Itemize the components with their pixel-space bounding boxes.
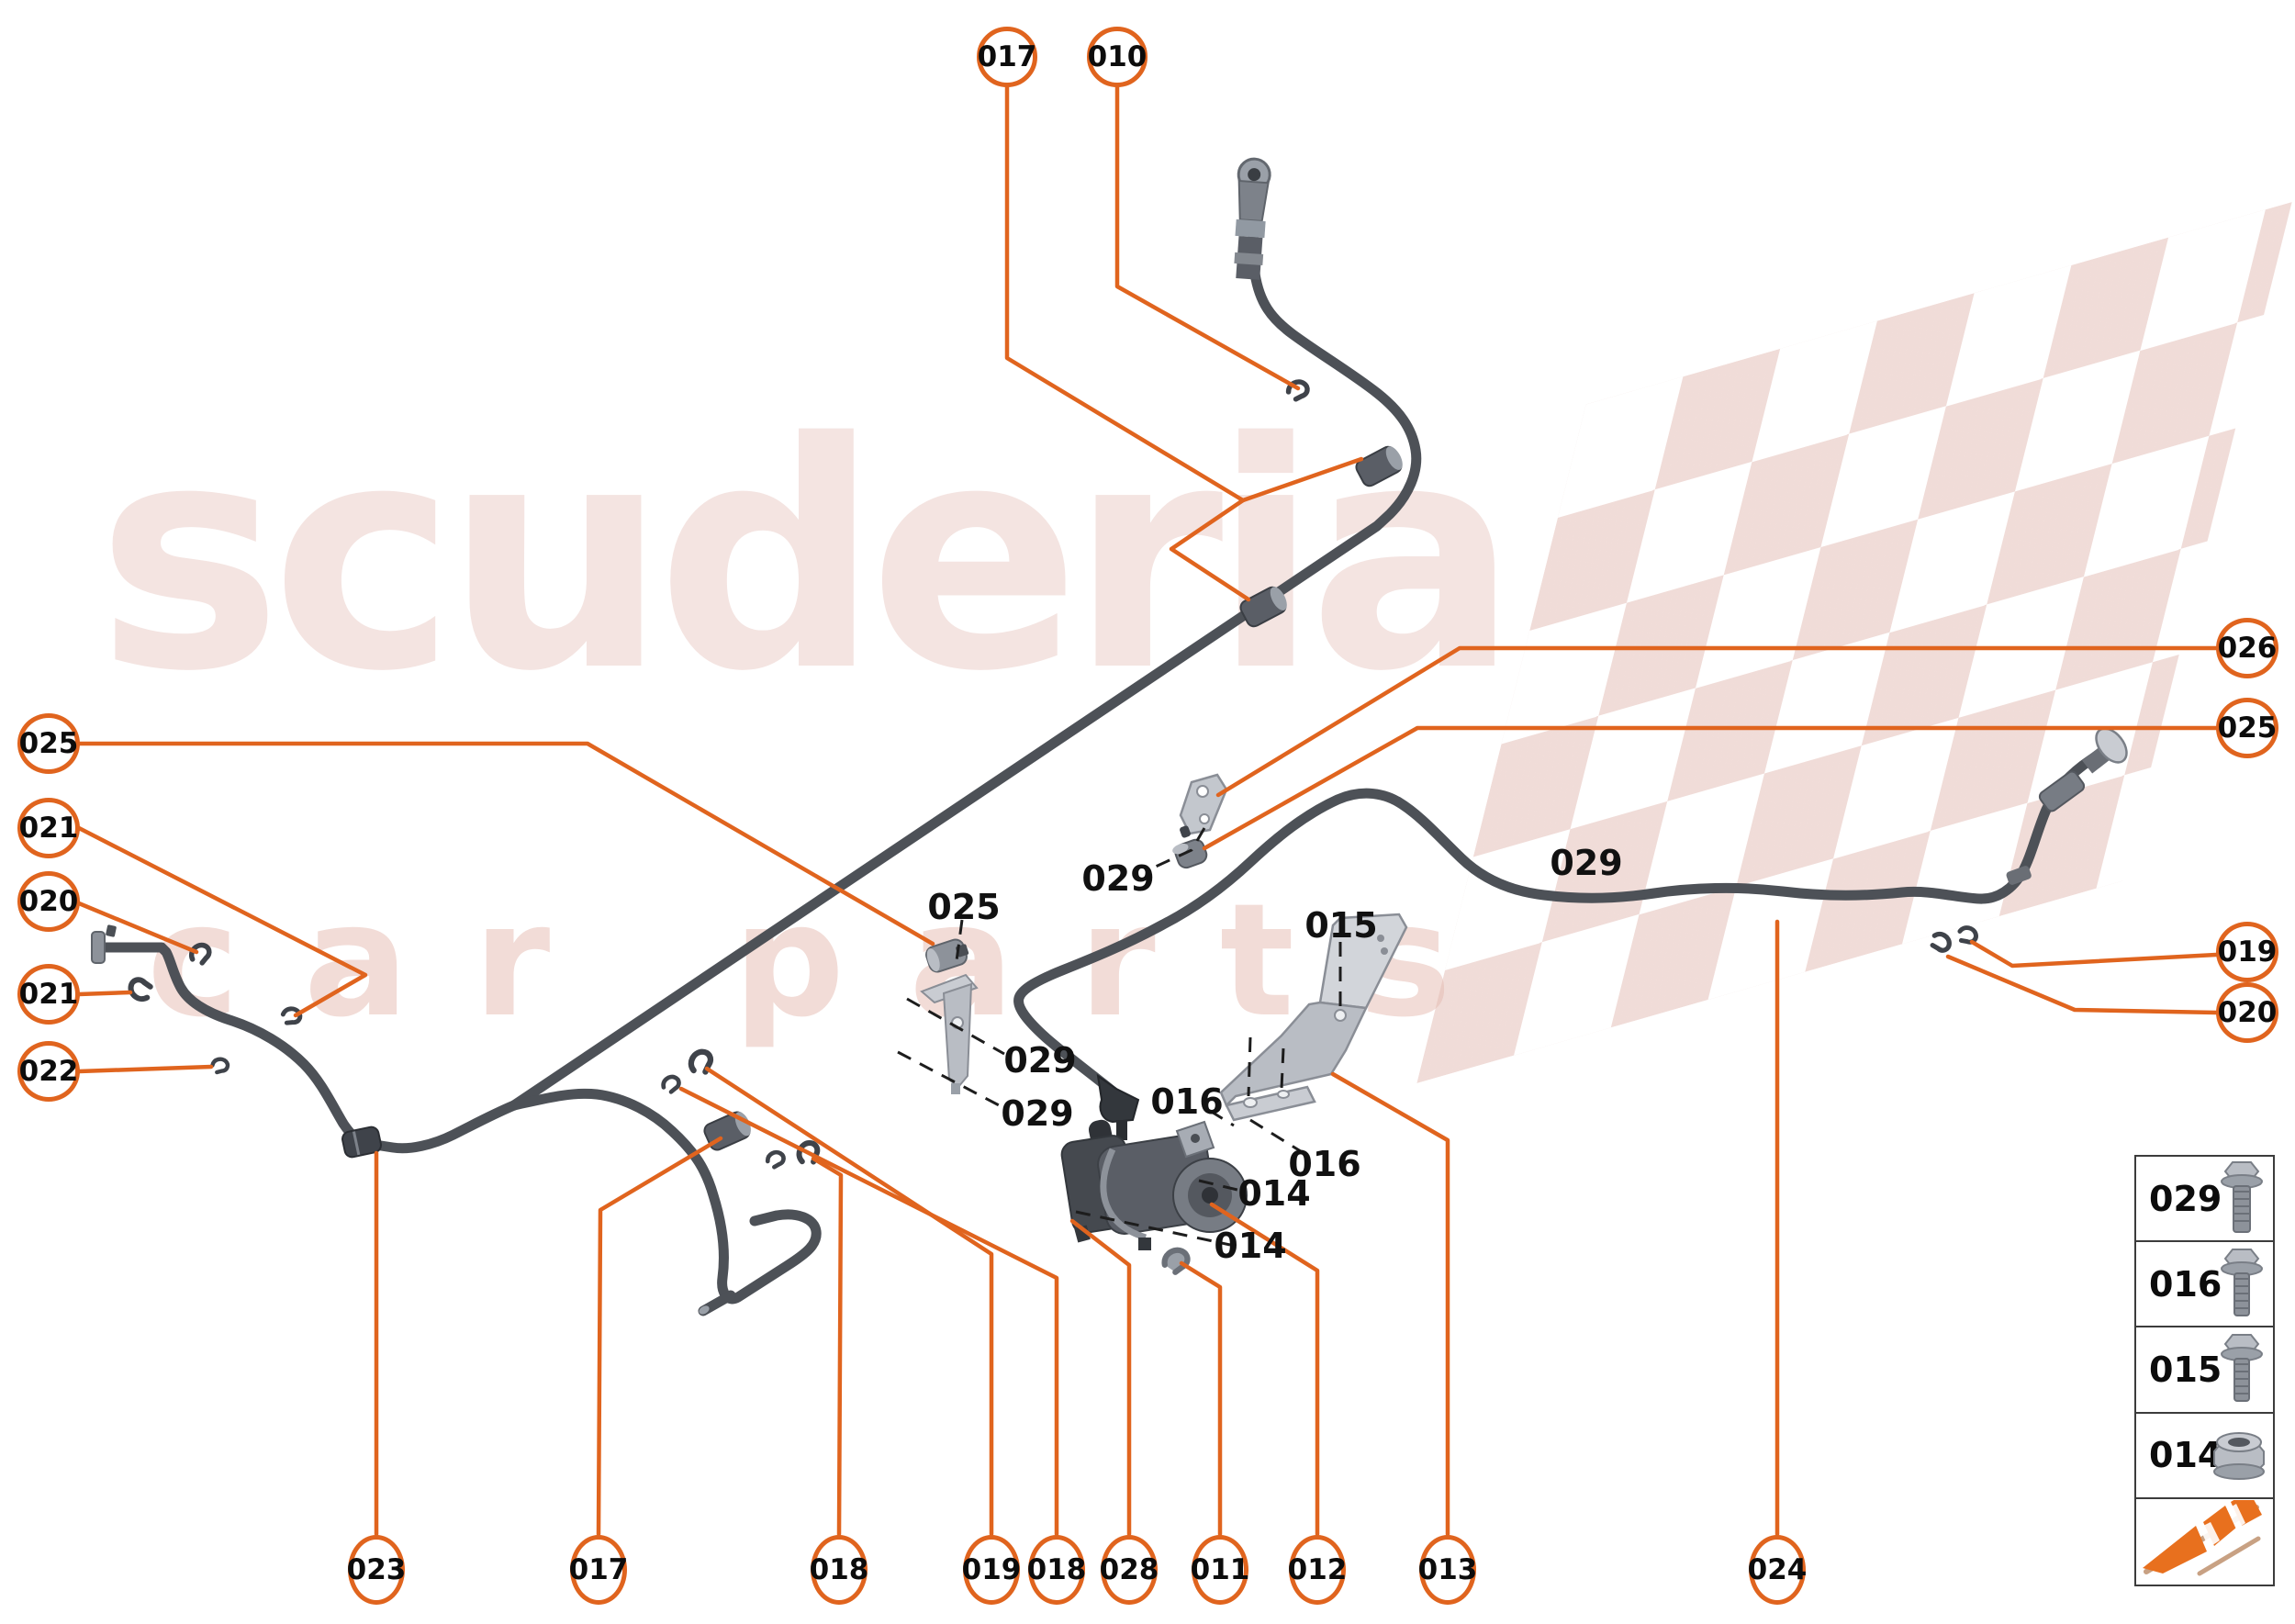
- callout-021[interactable]: 021: [17, 798, 80, 858]
- dashed-reference-lines: [897, 827, 1342, 1247]
- legend-part-number: 016: [2149, 1263, 2222, 1305]
- flange-bolt-icon: [2221, 1248, 2263, 1316]
- callout-026[interactable]: 026: [2216, 618, 2278, 678]
- pipe-clip: [210, 1056, 230, 1075]
- pipe-clip: [191, 945, 210, 964]
- part-label-029: 029: [1003, 1040, 1077, 1081]
- legend-row-016: 016: [2136, 1242, 2273, 1328]
- legend-row-029: 029: [2136, 1157, 2273, 1243]
- part-label-029: 029: [1081, 858, 1155, 899]
- legend-part-number: 015: [2149, 1349, 2222, 1390]
- callout-018[interactable]: 018: [810, 1535, 868, 1605]
- part-label-015: 015: [1304, 905, 1378, 946]
- pump-clip: [1161, 1247, 1191, 1275]
- part-label-029: 029: [1001, 1093, 1074, 1134]
- callout-011[interactable]: 011: [1191, 1535, 1249, 1605]
- pipe-end-fitting-right: [2006, 727, 2128, 885]
- pipe-bracket-vertical: [920, 973, 979, 1094]
- pipe-clip: [1931, 932, 1952, 953]
- pipe-clip: [767, 1150, 785, 1169]
- hose-clamp: [925, 938, 969, 973]
- callout-020[interactable]: 020: [17, 871, 80, 932]
- elbow-fitting: [1096, 1073, 1140, 1140]
- flange-bolt-icon: [2221, 1333, 2263, 1402]
- pipe-open-end: [699, 1305, 710, 1315]
- legend-part-number: 029: [2149, 1178, 2222, 1219]
- pipe-clip: [663, 1076, 679, 1092]
- part-label-029: 029: [1550, 843, 1623, 883]
- fuel-pipe-return: [1013, 746, 2108, 1103]
- part-label-016: 016: [1288, 1144, 1361, 1184]
- fuel-pipe-main: [99, 184, 1422, 1316]
- callout-022[interactable]: 022: [17, 1041, 80, 1102]
- part-label-016: 016: [1150, 1081, 1224, 1122]
- callout-024[interactable]: 024: [1748, 1535, 1807, 1605]
- flange-nut-icon: [2213, 1432, 2265, 1481]
- part-label-014: 014: [1237, 1173, 1311, 1214]
- callout-012[interactable]: 012: [1288, 1535, 1347, 1605]
- strap-bracket: [1179, 773, 1228, 835]
- pipe-union: [341, 1126, 382, 1159]
- rubber-grommet: [1172, 825, 1208, 869]
- callout-019[interactable]: 019: [2216, 922, 2278, 982]
- callout-025[interactable]: 025: [17, 713, 80, 774]
- brand-arrow-icon: [2143, 1500, 2262, 1576]
- part-label-014: 014: [1214, 1226, 1287, 1266]
- pipe-clip: [129, 978, 152, 1001]
- fasteners-legend: 029 016 015: [2134, 1155, 2275, 1586]
- callout-018[interactable]: 018: [1027, 1535, 1086, 1605]
- banjo-fitting: [1234, 157, 1271, 280]
- callout-010[interactable]: 010: [1087, 27, 1148, 87]
- callout-023[interactable]: 023: [347, 1535, 406, 1605]
- callout-021[interactable]: 021: [17, 964, 80, 1025]
- callout-013[interactable]: 013: [1418, 1535, 1477, 1605]
- legend-row-014: 014: [2136, 1414, 2273, 1499]
- pipe-grommet-sleeve: [1352, 442, 1407, 490]
- legend-row-logo: [2136, 1499, 2273, 1585]
- callout-025[interactable]: 025: [2216, 698, 2278, 758]
- callout-028[interactable]: 028: [1100, 1535, 1159, 1605]
- callout-leader-lines: [76, 84, 2219, 1537]
- callout-019[interactable]: 019: [962, 1535, 1021, 1605]
- callout-017[interactable]: 017: [569, 1535, 628, 1605]
- pipe-clip: [280, 1005, 303, 1028]
- callout-020[interactable]: 020: [2216, 982, 2278, 1043]
- legend-row-015: 015: [2136, 1327, 2273, 1414]
- pump-bracket: [1219, 913, 1408, 1122]
- watermark-brand-text: scuderia: [96, 376, 1519, 740]
- flange-bolt-icon: [2221, 1160, 2263, 1233]
- callout-017[interactable]: 017: [977, 27, 1037, 87]
- legend-part-number: 014: [2149, 1435, 2222, 1476]
- part-label-025: 025: [927, 887, 1001, 927]
- pipe-end-fitting-left: [91, 924, 117, 964]
